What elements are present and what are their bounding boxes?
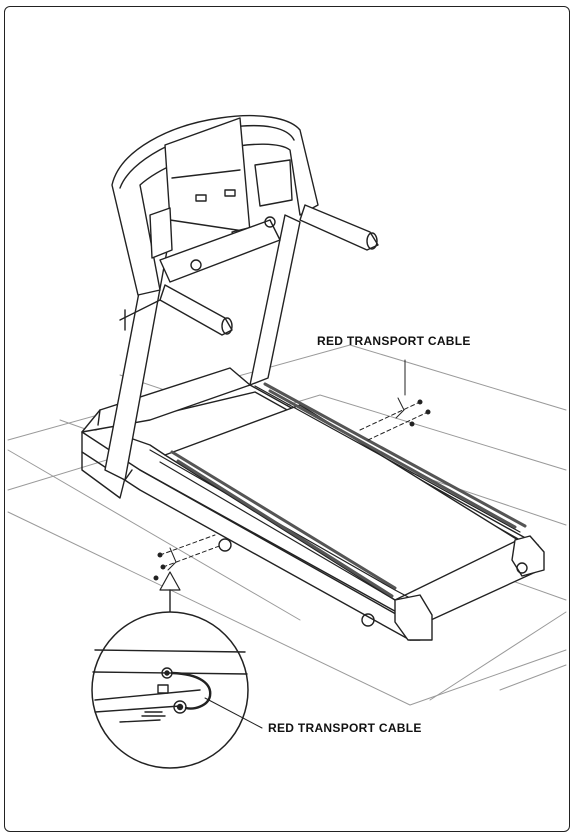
red-transport-cable-label: RED TRANSPORT CABLE xyxy=(317,334,471,348)
console xyxy=(111,114,379,336)
uprights xyxy=(104,214,301,481)
triangle-pointer-icon xyxy=(159,571,181,613)
treadmill-deck xyxy=(81,367,545,641)
detail-leader-line xyxy=(204,697,263,729)
detail-magnifier xyxy=(91,611,249,769)
hardware-left xyxy=(153,534,223,581)
red-transport-cable-detail-label: RED TRANSPORT CABLE xyxy=(268,721,422,735)
hardware-right xyxy=(359,359,431,441)
page-frame xyxy=(4,6,570,832)
